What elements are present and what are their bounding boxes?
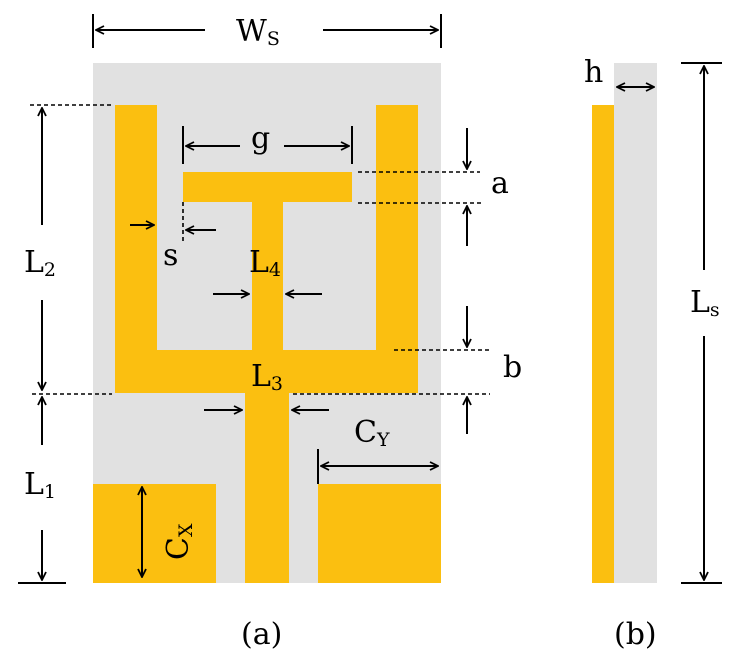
g-label: g [251, 121, 270, 156]
g-dimension: g [182, 121, 353, 164]
h-dimension: h [584, 55, 654, 90]
h-label: h [584, 55, 603, 90]
caption-b: (b) [614, 617, 657, 652]
feed-line [245, 393, 289, 583]
side-view: h Ls (b) [584, 55, 722, 652]
ls-label: Ls [690, 285, 720, 321]
cx-label: CX [161, 523, 197, 560]
ws-label: WS [236, 14, 280, 50]
l2-label: L2 [24, 245, 56, 281]
s-dimension: s [130, 202, 216, 273]
ws-dimension: WS [92, 14, 442, 50]
t-bar [183, 172, 352, 202]
l4-dimension: L4 [213, 245, 322, 294]
cx-dimension: CX [142, 487, 197, 577]
front-view: WS g a s L4 [18, 14, 522, 652]
l3-label: L3 [251, 359, 283, 395]
a-dimension: a [358, 128, 509, 246]
ground-plane-right [318, 484, 441, 583]
ls-dimension: Ls [681, 62, 722, 584]
ground-plane-left [93, 484, 216, 583]
l2-dimension: L2 [24, 104, 112, 390]
l3-dimension: L3 b [32, 306, 522, 434]
b-label: b [503, 350, 522, 385]
cy-label: CY [354, 415, 390, 451]
l4-label: L4 [249, 245, 281, 281]
caption-a: (a) [241, 617, 282, 652]
substrate-side [614, 63, 657, 583]
l1-dimension: L1 [18, 397, 66, 584]
s-label: s [163, 238, 178, 273]
cy-dimension: CY [317, 415, 438, 484]
copper-layer-side [592, 105, 614, 583]
a-label: a [491, 166, 509, 201]
l1-label: L1 [24, 467, 56, 503]
u-shaped-radiator [115, 105, 418, 393]
